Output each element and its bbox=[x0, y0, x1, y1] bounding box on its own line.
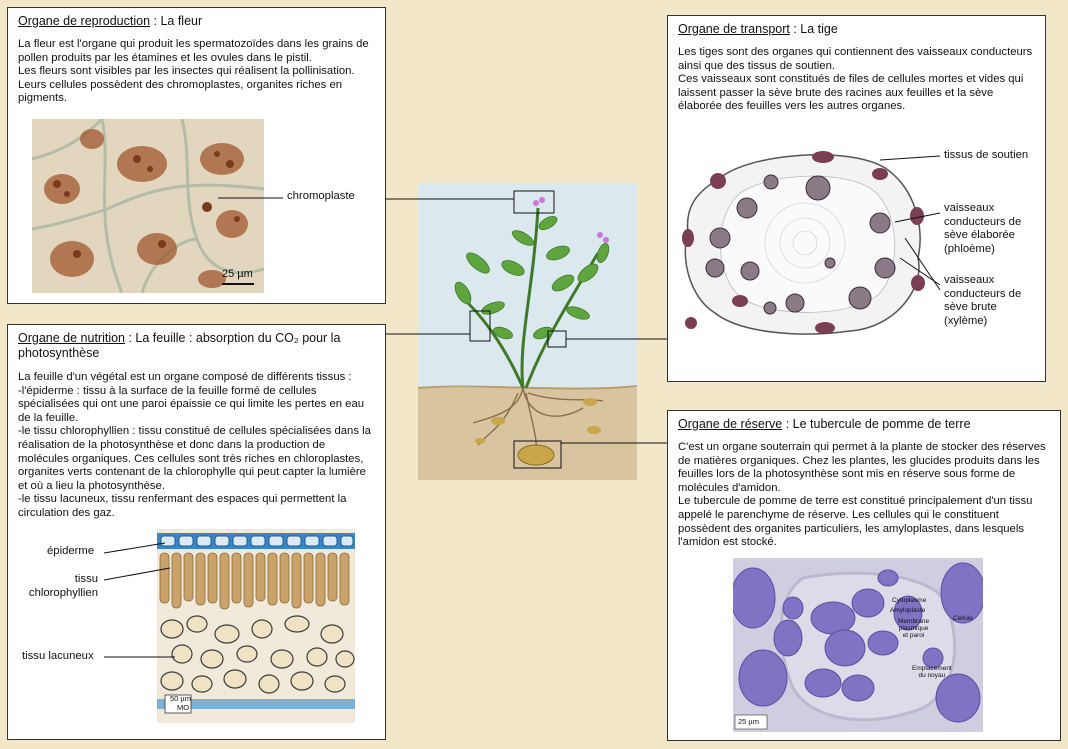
tige-title: Organe de transport : La tige bbox=[678, 22, 838, 36]
reserve-title: Organe de réserve : Le tubercule de pomm… bbox=[678, 417, 971, 431]
label-cytoplasme: Cytoplasme bbox=[892, 597, 927, 604]
label-tissu-lacuneux: tissu lacuneux bbox=[22, 650, 94, 662]
potato-plant-illustration bbox=[418, 183, 637, 480]
fleur-scale-bar bbox=[222, 283, 254, 285]
reserve-text: C'est un organe souterrain qui permet à … bbox=[678, 441, 1046, 549]
label-chromoplaste: chromoplaste bbox=[287, 190, 355, 202]
tige-text: Les tiges sont des organes qui contienne… bbox=[678, 46, 1033, 113]
leaf-section-micrograph bbox=[157, 529, 355, 723]
label-membrane: Membrane plasmique et paroi bbox=[898, 618, 930, 639]
stem-section-diagram bbox=[680, 148, 930, 340]
feuille-text: La feuille d'un végétal est un organe co… bbox=[18, 371, 371, 519]
label-tissu-chlorophyllien: tissu chlorophyllien bbox=[28, 573, 98, 599]
reserve-scale-label: 25 µm bbox=[738, 717, 759, 726]
label-phloeme: vaisseaux conducteurs de sève élaborée (… bbox=[944, 202, 1022, 255]
label-tissus-soutien: tissus de soutien bbox=[944, 149, 1029, 161]
label-xyleme: vaisseaux conducteurs de sève brute (xyl… bbox=[944, 274, 1022, 327]
label-epiderme: épiderme bbox=[47, 545, 95, 557]
label-cellule: Cellule bbox=[953, 615, 973, 622]
amyloplast-micrograph bbox=[733, 558, 983, 732]
fleur-text: La fleur est l'organe qui produit les sp… bbox=[18, 38, 369, 105]
label-amyloplaste: Amyloplaste bbox=[890, 607, 926, 614]
feuille-title: Organe de nutrition : La feuille : absor… bbox=[18, 331, 341, 360]
fleur-scale-label: 25 µm bbox=[222, 268, 253, 280]
feuille-scale-mo: MO bbox=[177, 703, 190, 712]
feuille-scale-label: 50 µm bbox=[170, 694, 191, 703]
fleur-title: Organe de reproduction : La fleur bbox=[18, 14, 203, 28]
chromoplast-micrograph bbox=[32, 119, 264, 293]
label-noyau: Emplacement du noyau bbox=[912, 665, 952, 679]
